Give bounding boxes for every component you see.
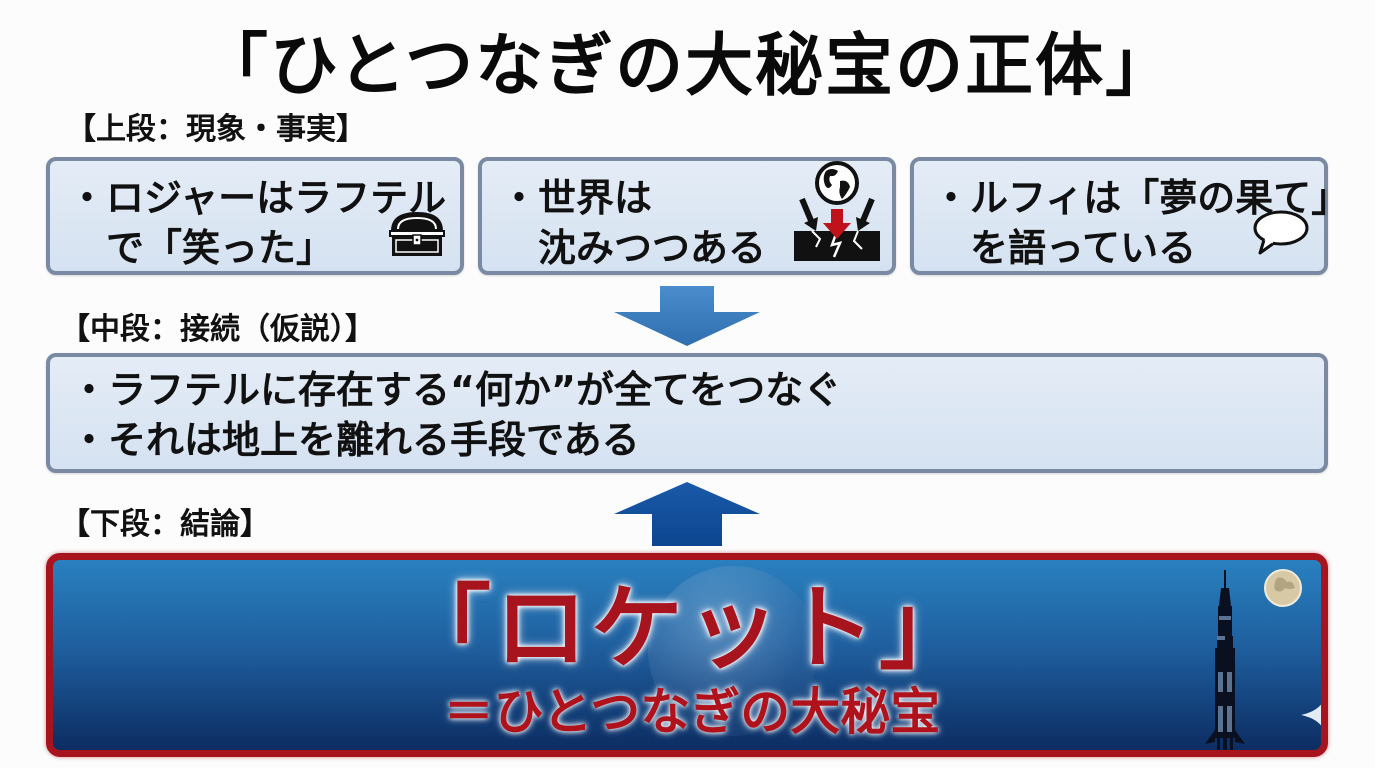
conclusion-sub-text: ＝ひとつなぎの大秘宝 <box>443 683 941 741</box>
sparkle-icon <box>1301 690 1321 744</box>
hypothesis-line: ・ラフテルに存在する“何か”が全てをつなぐ <box>70 368 842 412</box>
hypothesis-box: ・ラフテルに存在する“何か”が全てをつなぐ ・それは地上を離れる手段である <box>46 353 1328 473</box>
page-title: 「ひとつなぎの大秘宝の正体」 <box>199 27 1176 106</box>
treasure-chest-icon <box>386 209 448 263</box>
conclusion-main-text: 「ロケット」 <box>398 575 975 682</box>
section-label-middle: 【中段：接続（仮説）】 <box>60 312 375 347</box>
fact-text: ・世界は 沈みつつある <box>500 176 767 270</box>
rocket-icon <box>1203 570 1247 750</box>
moon-icon <box>1263 568 1303 612</box>
arrow-down-icon <box>612 286 762 352</box>
fact-text: ・ロジャーはラフテル で「笑った」 <box>68 176 447 270</box>
conclusion-box: 「ロケット」 ＝ひとつなぎの大秘宝 <box>46 553 1328 757</box>
sinking-world-icon <box>792 159 882 267</box>
fact-box-luffy: ・ルフィは「夢の果て」 を語っている <box>910 157 1349 275</box>
section-label-top: 【上段：現象・事実】 <box>66 112 366 147</box>
section-label-bottom: 【下段：結論】 <box>60 507 270 542</box>
fact-box-roger: ・ロジャーはラフテル で「笑った」 <box>46 157 464 275</box>
globe-background-icon <box>648 566 818 736</box>
speech-bubble-icon <box>1250 209 1310 261</box>
fact-box-world: ・世界は 沈みつつある <box>478 157 896 275</box>
arrow-up-icon <box>612 482 762 550</box>
hypothesis-line: ・それは地上を離れる手段である <box>70 418 640 462</box>
